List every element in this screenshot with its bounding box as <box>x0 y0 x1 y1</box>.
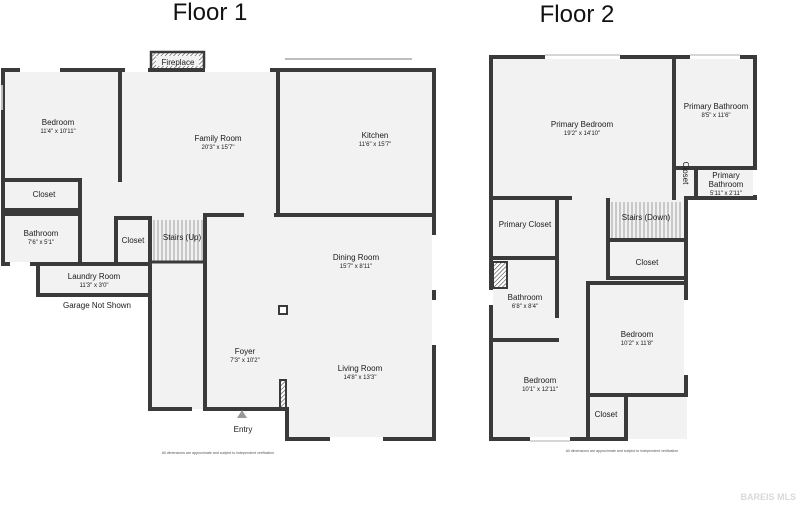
column-icon <box>278 305 288 315</box>
floor-1-windows <box>1 58 436 441</box>
floor-2-title: Floor 2 <box>540 1 615 28</box>
room-label: Bathroom <box>709 180 744 189</box>
room-label: Bedroom <box>42 118 75 127</box>
fireplace-label-bg <box>156 56 199 66</box>
disclaimer: All dimensions are approximate and subje… <box>566 449 678 453</box>
room-dimension: 10'2" x 11'8" <box>621 341 653 347</box>
room-label: Primary Bedroom <box>551 120 614 129</box>
room-dimension: 5'11" x 2'11" <box>710 191 742 197</box>
hatched-wall-icon <box>279 379 287 409</box>
room-dimension: 20'3" x 15'7" <box>202 145 235 151</box>
room-label: Living Room <box>338 364 383 373</box>
garage-note: Garage Not Shown <box>63 301 131 310</box>
room-label: Bathroom <box>508 293 543 302</box>
floor-1: Floor 1 Fireplace <box>1 0 436 455</box>
room-dimension: 11'3" x 3'0" <box>79 283 108 289</box>
hatched-wall-icon <box>492 261 508 289</box>
room-label: Stairs (Up) <box>163 233 202 242</box>
floor-1-title: Floor 1 <box>173 0 248 26</box>
floor-2-walls <box>489 55 757 441</box>
stairs-down-icon <box>611 202 681 238</box>
floor-2-windows <box>489 55 757 441</box>
entry-arrow-icon <box>237 410 247 418</box>
room-label: Closet <box>681 162 690 185</box>
entry-label: Entry <box>234 425 253 434</box>
room-label: Closet <box>636 258 659 267</box>
room-label: Kitchen <box>362 131 389 140</box>
room-label: Foyer <box>235 347 256 356</box>
room-label: Bedroom <box>621 330 654 339</box>
room-dimension: 14'8" x 13'3" <box>344 375 377 381</box>
room-dimension: 8'5" x 11'6" <box>701 113 730 119</box>
room-label: Closet <box>122 236 145 245</box>
floor-2: Floor 2 <box>489 1 757 453</box>
room-dimension: 11'4" x 10'11" <box>40 129 75 135</box>
watermark: BAREIS MLS <box>740 492 796 502</box>
room-label: Dining Room <box>333 253 380 262</box>
room-dimension: 7'6" x 5'1" <box>28 240 54 246</box>
room-label: Laundry Room <box>68 272 121 281</box>
floor-2-window-marks <box>530 54 740 442</box>
disclaimer: All dimensions are approximate and subje… <box>162 451 274 455</box>
room-label: Family Room <box>194 134 241 143</box>
room-dimension: 6'8" x 8'4" <box>512 304 538 310</box>
room-dimension: 7'3" x 10'2" <box>230 358 260 364</box>
room-label: Bedroom <box>524 376 557 385</box>
room-dimension: 10'1" x 12'11" <box>522 387 558 393</box>
fireplace-label: Fireplace <box>162 58 195 67</box>
room-label: Primary Bathroom <box>684 102 749 111</box>
room-label: Primary Closet <box>499 220 552 229</box>
stairs-up-icon <box>150 220 205 264</box>
room-label: Closet <box>595 410 618 419</box>
room-dimension: 15'7" x 8'11" <box>340 264 372 270</box>
room-dimension: 11'6" x 15'7" <box>359 142 391 148</box>
room-dimension: 19'2" x 14'10" <box>564 131 600 137</box>
room-label: Stairs (Down) <box>622 213 671 222</box>
room-label: Closet <box>33 190 56 199</box>
room-label: Bathroom <box>24 229 59 238</box>
room-label: Primary <box>712 171 740 180</box>
